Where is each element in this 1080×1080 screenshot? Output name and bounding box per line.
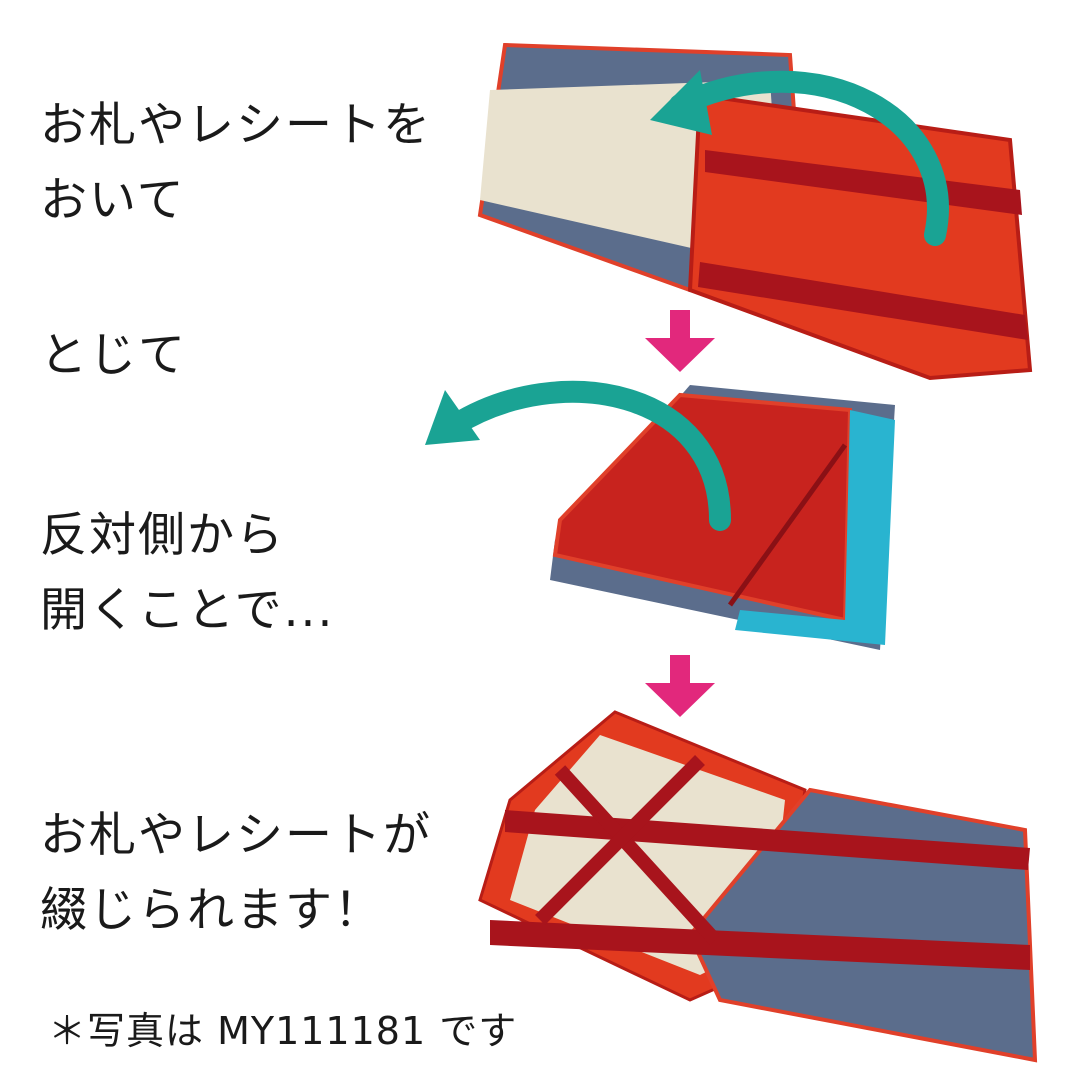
step4-line2: 綴じられます！ (40, 883, 383, 938)
step4-line1: お札やレシートが (40, 808, 432, 863)
footnote: ＊写真は MY111181 です (48, 1009, 518, 1053)
curved-arrow-icon (444, 380, 731, 531)
wallet-open-note-secured (478, 710, 1038, 1063)
step1-line1: お札やレシートを (40, 98, 432, 153)
down-arrow-icon (645, 655, 715, 717)
step2-line1: とじて (40, 328, 187, 383)
step3-line1: 反対側から (40, 508, 285, 563)
curved-arrow-icon (669, 70, 949, 246)
step4-caption: お札やレシートが 綴じられます！ (40, 798, 432, 948)
step3-line2: 開くことで... (40, 583, 335, 638)
step2-caption: とじて (40, 318, 187, 393)
step1-line2: おいて (40, 173, 186, 228)
step3-caption: 反対側から 開くことで... (40, 498, 334, 648)
step1-caption: お札やレシートを おいて (40, 88, 432, 238)
down-arrow-icon (645, 310, 715, 372)
wallet-open-with-note (477, 42, 1033, 381)
